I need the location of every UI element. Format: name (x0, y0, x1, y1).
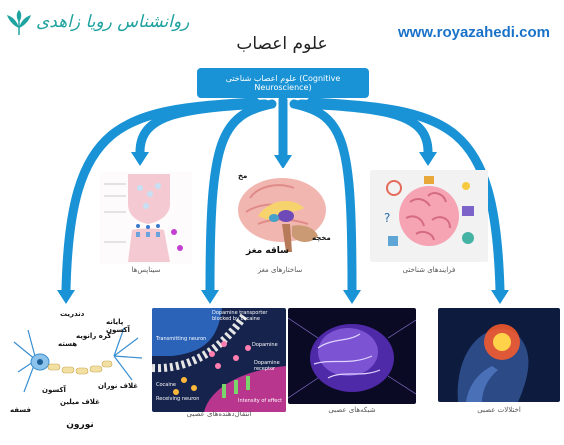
neurological-disorders-caption: اختلالات عصبی (477, 406, 521, 414)
logo-text: روانشناس رویا زاهدی (36, 12, 190, 32)
brain-structures-illustration: مخ مخچه ساقه مغز (228, 168, 332, 266)
neural-networks-caption: شبکه‌های عصبی (328, 406, 376, 414)
label-dopamine-receptor: Dopamine receptor (254, 360, 280, 372)
label-transmitting-neuron: Transmitting neuron (156, 336, 207, 342)
synapses-illustration (100, 172, 192, 264)
label-node-of-ranvier: گره رانویه (76, 332, 112, 340)
label-receiving-neuron: Receiving neuron (156, 396, 200, 402)
neuron-illustration: دندریت پایانه آکسون گره رانویه هسته آکسو… (6, 308, 146, 420)
label-axon: آکسون (42, 386, 66, 394)
label-cerebellum: مخچه (312, 234, 331, 242)
label-soma: فسفه (10, 406, 31, 414)
neurological-disorders-illustration (438, 308, 560, 402)
root-node: علوم اعصاب شناختی (Cognitive Neuroscienc… (197, 68, 369, 98)
label-axon-terminal: پایانه آکسون (106, 318, 130, 334)
neuron-caption: نورون (66, 420, 94, 430)
svg-text:?: ? (384, 211, 390, 225)
diagram-title: علوم اعصاب (236, 34, 328, 54)
label-cocaine: Cocaine (156, 382, 176, 388)
brain-structures-caption: ساختارهای مغز (257, 266, 303, 274)
neurotransmitters-illustration: Dopamine transporter blocked by cocaine … (152, 308, 286, 412)
label-dopamine: Dopamine (252, 342, 278, 348)
label-intensity-of-effect: Intensity of effect (238, 398, 283, 404)
cognitive-processes-illustration: ? (370, 170, 488, 262)
site-url[interactable]: www.royazahedi.com (398, 24, 550, 41)
label-myelin-sheath: غلاف میلین (60, 398, 100, 406)
neurotransmitters-caption: انتقال‌دهنده‌های عصبی (186, 410, 252, 418)
neural-networks-illustration (288, 308, 416, 404)
logo (4, 8, 34, 42)
label-neurilemma: غلاف نوران (98, 382, 139, 390)
label-dopamine-transporter: Dopamine transporter blocked by cocaine (212, 310, 268, 322)
label-nucleus: هسته (58, 340, 78, 348)
label-cerebrum: مخ (238, 172, 248, 180)
cognitive-processes-caption: فرایندهای شناختی (402, 266, 456, 274)
label-dendrite: دندریت (60, 310, 85, 318)
synapses-caption: سیناپس‌ها (131, 266, 161, 274)
label-brainstem: ساقه مغز (246, 246, 289, 256)
